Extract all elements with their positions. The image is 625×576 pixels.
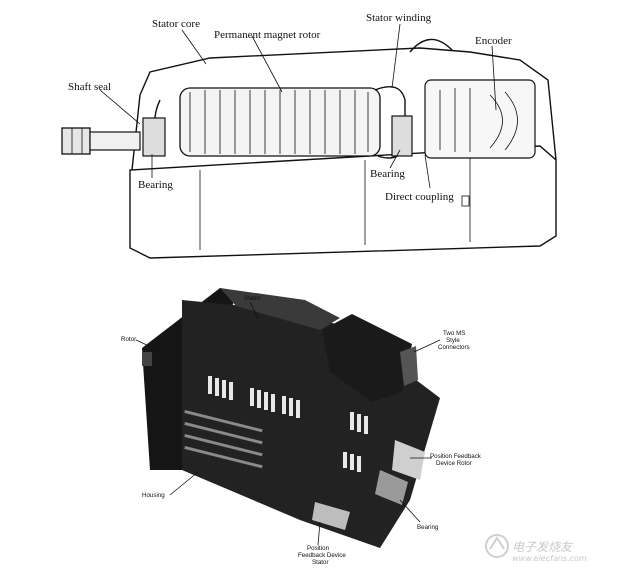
top-motor-cutaway	[61, 23, 557, 259]
label-bearing-bottom: Bearing	[417, 524, 439, 531]
label-pfd-stator-line2: Feedback Device	[298, 552, 346, 559]
label-stator: Stator	[244, 295, 261, 302]
label-shaft-seal: Shaft seal	[68, 81, 111, 93]
label-stator-core: Stator core	[152, 18, 200, 30]
label-bearing-left: Bearing	[138, 179, 173, 191]
watermark-text: 电子发烧友	[512, 540, 574, 554]
label-permanent-magnet-rotor: Permanent magnet rotor	[214, 29, 321, 41]
label-connectors-line3: Connectors	[438, 344, 470, 351]
label-connectors-line2: Style	[446, 337, 460, 344]
label-connectors-line1: Two MS	[443, 330, 465, 337]
label-pfd-rotor-line2: Device Rotor	[436, 460, 472, 467]
label-pfd-stator-line1: Position	[307, 545, 330, 552]
label-rotor: Rotor	[121, 336, 136, 343]
label-bearing-right: Bearing	[370, 168, 405, 180]
label-stator-winding: Stator winding	[366, 12, 432, 24]
watermark: 电子发烧友 www.elecfans.com	[485, 534, 587, 563]
watermark-logo-icon	[485, 534, 509, 558]
watermark-url: www.elecfans.com	[512, 554, 587, 563]
bottom-motor-cutaway	[135, 288, 441, 548]
label-housing: Housing	[142, 492, 165, 499]
label-pfd-stator-line3: Stator	[312, 559, 329, 566]
label-direct-coupling: Direct coupling	[385, 191, 454, 203]
label-pfd-rotor-line1: Position Feedback	[430, 453, 482, 460]
label-encoder: Encoder	[475, 35, 512, 47]
